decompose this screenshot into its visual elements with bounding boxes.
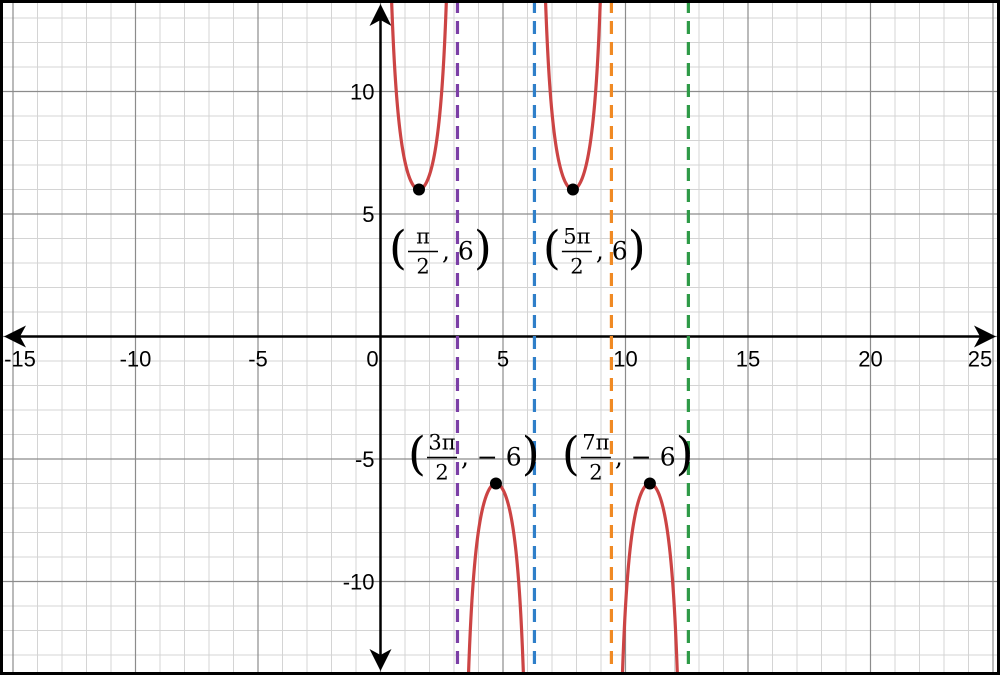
fraction-denominator: 2: [435, 461, 448, 485]
x-tick-label: 0: [366, 347, 378, 372]
y-tick-labels: 10 5 -5 -10: [343, 80, 375, 595]
paren-open: (: [408, 427, 426, 481]
paren-open: (: [389, 221, 407, 275]
fraction-denominator: 2: [416, 255, 429, 279]
extremum-point: [489, 477, 502, 490]
y-axis-arrow-up: [369, 4, 392, 26]
paren-close: ): [522, 427, 540, 481]
x-tick-label: -5: [248, 347, 268, 372]
x-tick-label: 20: [858, 347, 882, 372]
axes: [4, 4, 996, 671]
y-tick-label: -10: [343, 570, 375, 595]
x-tick-label: 5: [497, 347, 509, 372]
fraction-denominator: 2: [570, 255, 583, 279]
x-tick-label: 15: [736, 347, 760, 372]
x-axis-arrow-right: [974, 325, 996, 348]
fraction-numerator: 7π: [582, 431, 609, 455]
x-tick-label: 10: [613, 347, 637, 372]
extremum-point: [566, 183, 579, 196]
x-tick-label: -10: [120, 347, 152, 372]
x-tick-labels: -15 -10 -5 0 5 10 15 20 25: [4, 347, 992, 372]
x-axis-arrow-left: [4, 325, 26, 348]
paren-open: (: [543, 221, 561, 275]
fraction-denominator: 2: [589, 461, 602, 485]
paren-close: ): [474, 221, 492, 275]
fraction-numerator: 3π: [428, 431, 455, 455]
extrema-points: [412, 183, 656, 490]
extremum-point: [643, 477, 656, 490]
y-tick-label: 5: [362, 202, 374, 227]
y-tick-label: -5: [355, 447, 375, 472]
extremum-point: [412, 183, 425, 196]
paren-close: ): [628, 221, 646, 275]
fraction-numerator: 5π: [563, 225, 590, 249]
y-axis-arrow-down: [369, 649, 392, 671]
paren-close: ): [676, 427, 694, 481]
asymptotes: [455, 0, 690, 675]
y-tick-label: 10: [350, 80, 374, 105]
paren-open: (: [562, 427, 580, 481]
x-tick-label: 25: [968, 347, 992, 372]
fraction-numerator: π: [416, 225, 430, 249]
x-tick-label: -15: [4, 347, 36, 372]
